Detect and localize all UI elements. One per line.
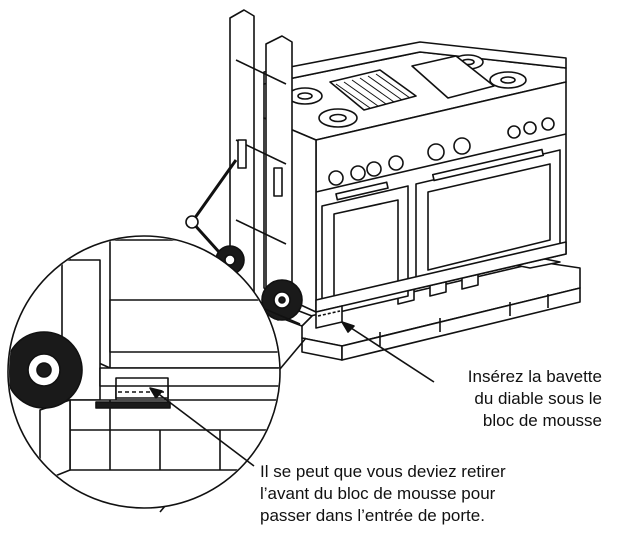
detail-magnifier (7, 235, 281, 509)
insert-strap-line-2: du diable sous le (474, 389, 602, 408)
insert-strap-line-3: bloc de mousse (482, 411, 602, 430)
hand-truck (185, 9, 313, 327)
doorway-note-line-2: l’avant du bloc de mousse pour (260, 484, 496, 503)
insert-strap-line-1: Insérez la bavette (467, 367, 602, 386)
insert-strap-callout: Insérez la bavette du diable sous le blo… (366, 366, 602, 432)
hand-truck-wheels (215, 245, 303, 321)
doorway-note-line-3: passer dans l’entrée de porte. (260, 506, 485, 525)
doorway-note-line-1: Il se peut que vous deviez retirer (260, 462, 506, 481)
shipping-pallet (301, 257, 581, 361)
doorway-note-callout: Il se peut que vous deviez retirer l’ava… (260, 461, 506, 527)
leader-arrows (149, 321, 435, 467)
control-knobs (328, 117, 555, 186)
cooktop-burners (287, 54, 527, 128)
